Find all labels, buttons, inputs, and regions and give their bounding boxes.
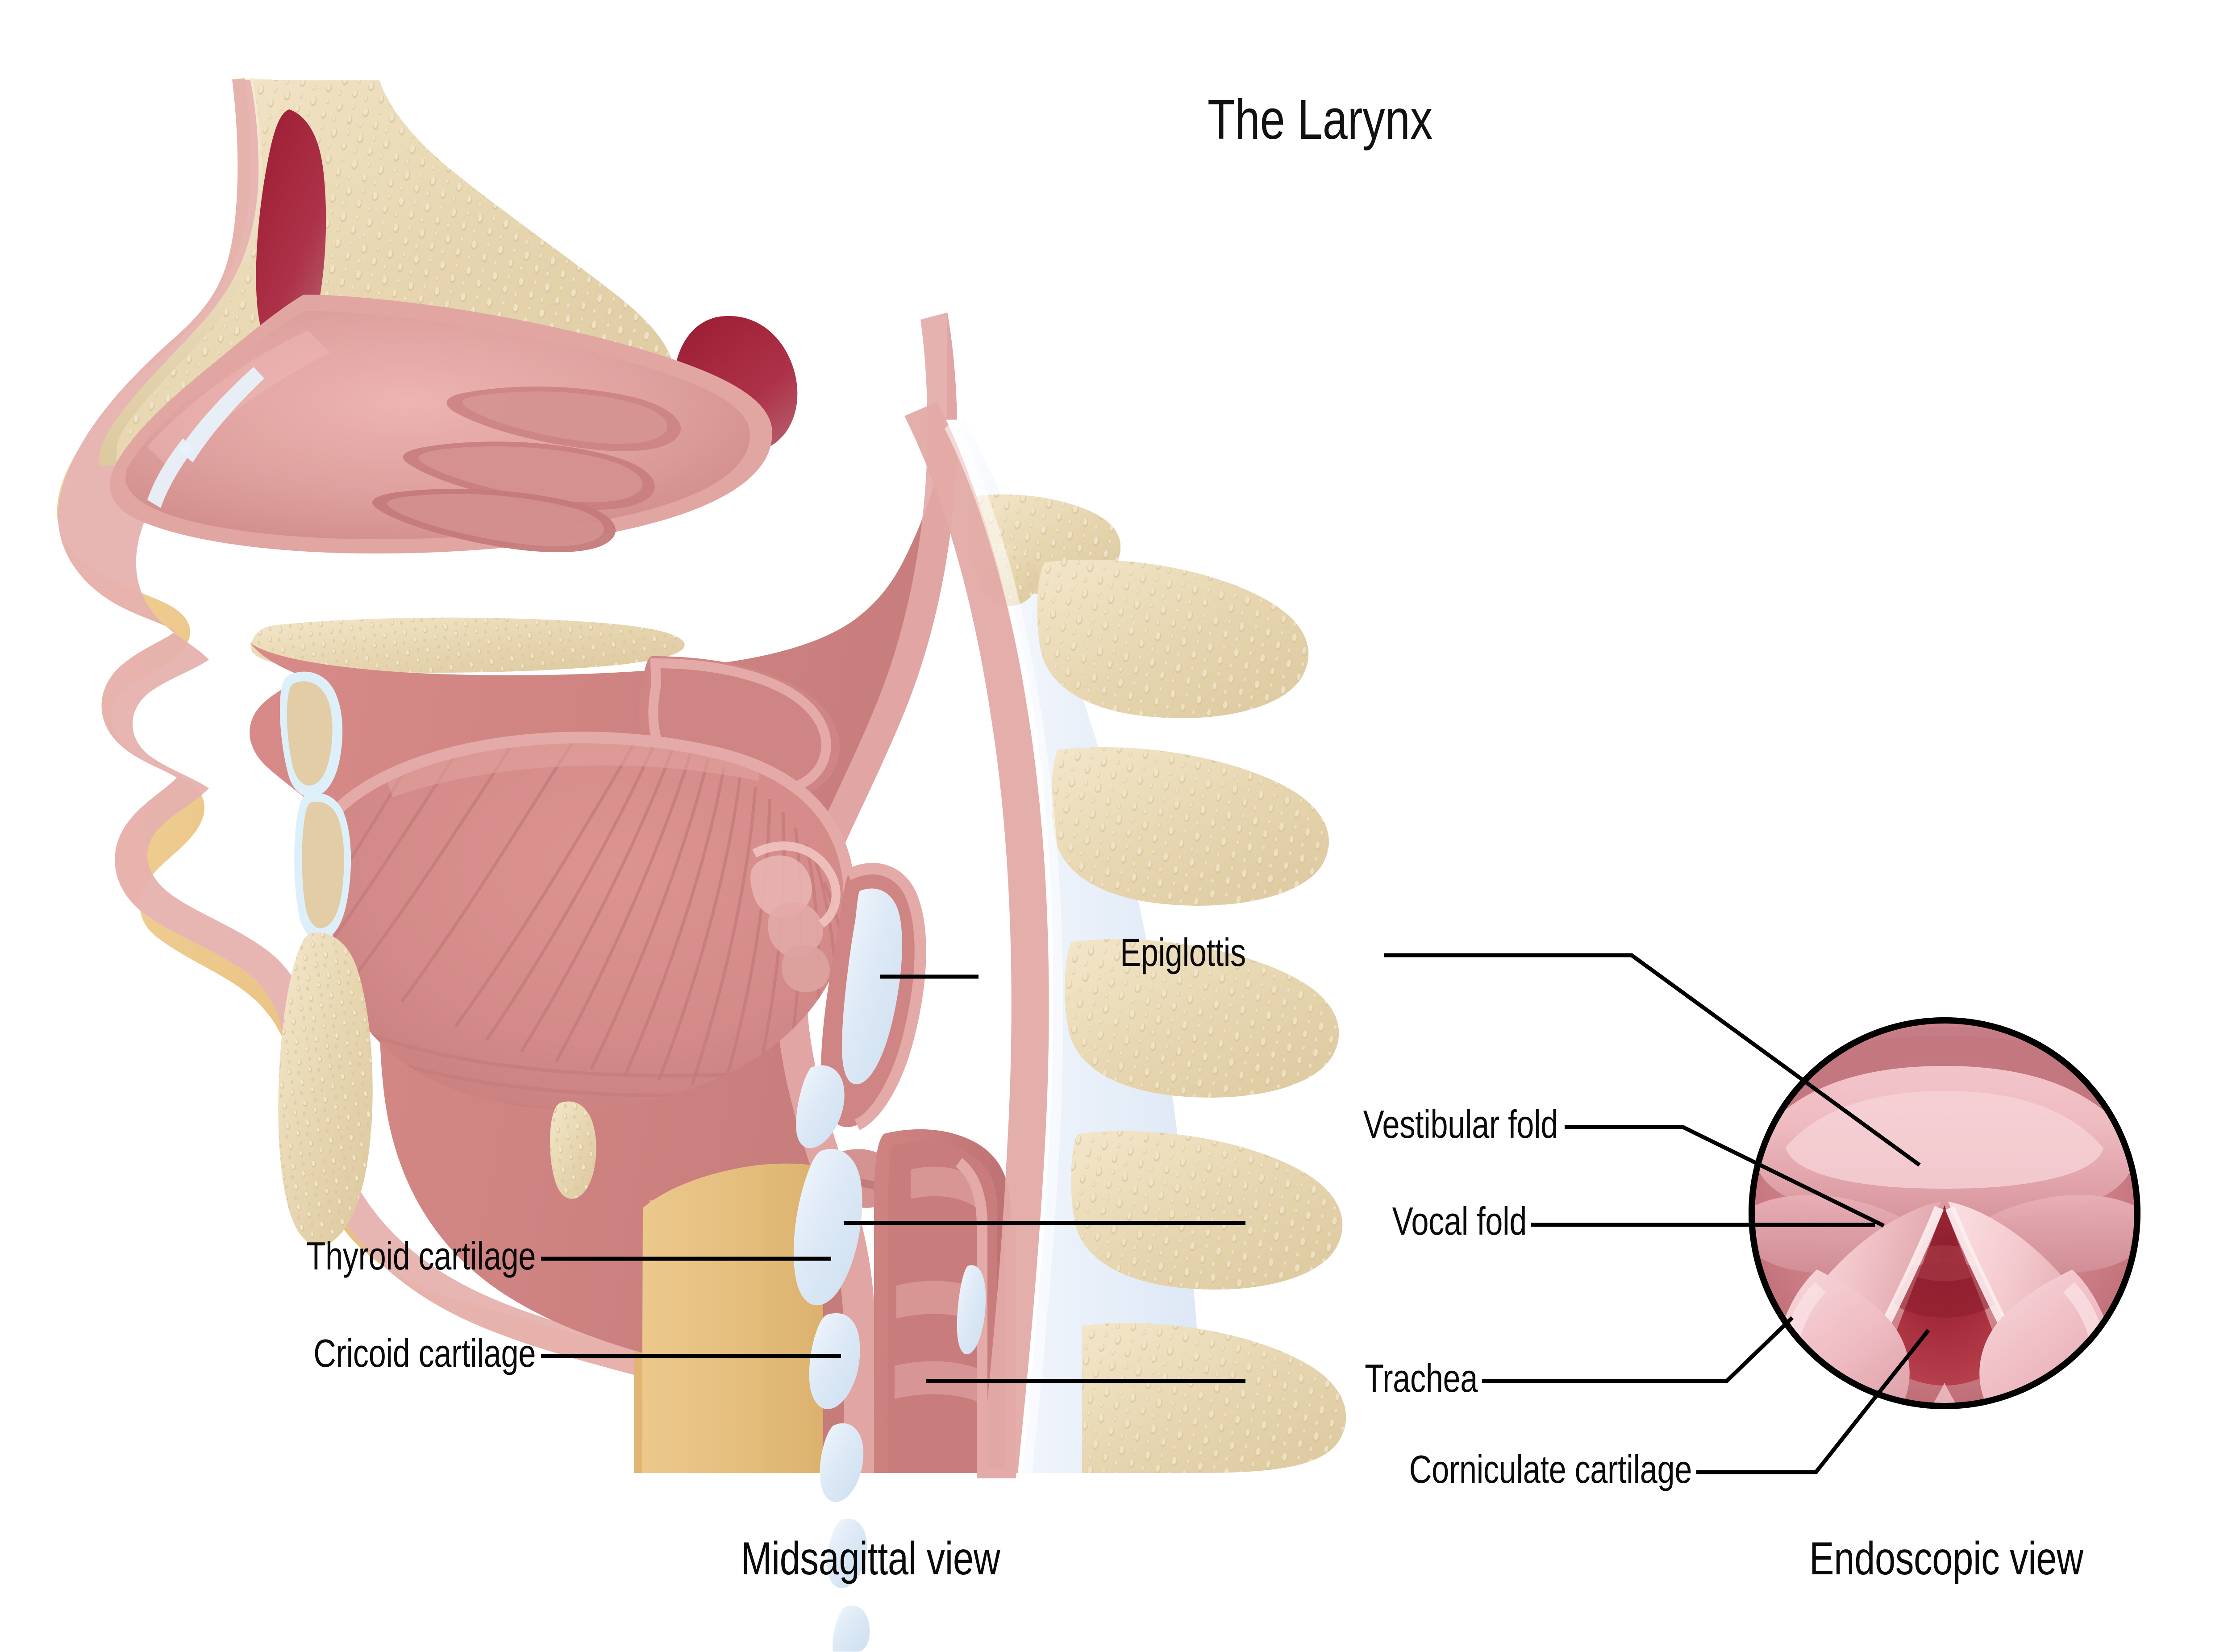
label-trachea: Trachea <box>1365 1356 1478 1400</box>
upper-tooth-dentin <box>287 681 333 786</box>
epiglottis-outline <box>845 863 926 1130</box>
middle-concha-shade <box>419 446 643 503</box>
endoscopic-view-illustration <box>1749 1017 2140 1409</box>
esophagus-cartilage <box>957 1265 986 1355</box>
airway-sheen <box>911 1166 979 1210</box>
tongue-body <box>329 737 849 1109</box>
thyroid-cartilage <box>793 1148 862 1306</box>
endoscope-field-outline <box>1749 1017 2140 1409</box>
tracheal-rings <box>820 1423 870 1652</box>
mandible-bone-stipple <box>278 932 373 1246</box>
label-cricoid-cartilage: Cricoid cartilage <box>313 1331 536 1375</box>
posterior-pharyngeal-wall <box>904 402 1049 1473</box>
label-thyroid-cartilage: Thyroid cartilage <box>306 1234 536 1278</box>
epiglottis-endoscopic-sheen <box>1786 1091 2103 1189</box>
frontal-sinus-cavity <box>256 109 326 356</box>
label-corniculate-cartilage: Corniculate cartilage <box>1409 1447 1692 1491</box>
leader-lines <box>541 953 1930 1474</box>
hyoid-bone-stipple <box>550 1101 596 1199</box>
leader-vestibular-fold <box>1565 1125 1885 1228</box>
neck-soft-tissue-block <box>642 1163 823 1473</box>
retropharyngeal-space <box>945 420 1063 1473</box>
caption-endoscopic-view: Endoscopic view <box>1809 1533 2083 1585</box>
inferior-concha-shade <box>387 494 604 546</box>
lower-tooth-dentin <box>302 801 344 928</box>
label-epiglottis: Epiglottis <box>1120 930 1246 974</box>
epiglottis-cartilage <box>842 888 902 1085</box>
cervical-vertebrae <box>967 494 1346 1473</box>
page-title: The Larynx <box>1208 88 1433 151</box>
lingual-tonsil <box>750 841 841 993</box>
tongue-outline <box>335 732 855 920</box>
label-vestibular-fold: Vestibular fold <box>1363 1102 1558 1146</box>
midsagittal-view-illustration <box>57 78 1346 1652</box>
nasal-alar-cartilage-highlight <box>147 438 194 508</box>
leader-trachea-endoscopic <box>1482 1316 1794 1383</box>
leader-corniculate-cartilage <box>1696 1329 1930 1474</box>
cricoid-cartilage <box>809 1313 860 1409</box>
nasal-cartilage-highlight <box>179 367 264 462</box>
label-vocal-fold: Vocal fold <box>1392 1199 1527 1243</box>
leader-epiglottis-endoscopic <box>1384 953 1921 1167</box>
posterior-mucosa-stripe <box>955 1158 1016 1478</box>
superior-concha-shade <box>462 391 668 444</box>
arytenoid-cartilage <box>796 1065 845 1148</box>
caption-midsagittal-view: Midsagittal view <box>741 1533 1000 1585</box>
hard-palate-bone-stipple <box>250 617 685 673</box>
